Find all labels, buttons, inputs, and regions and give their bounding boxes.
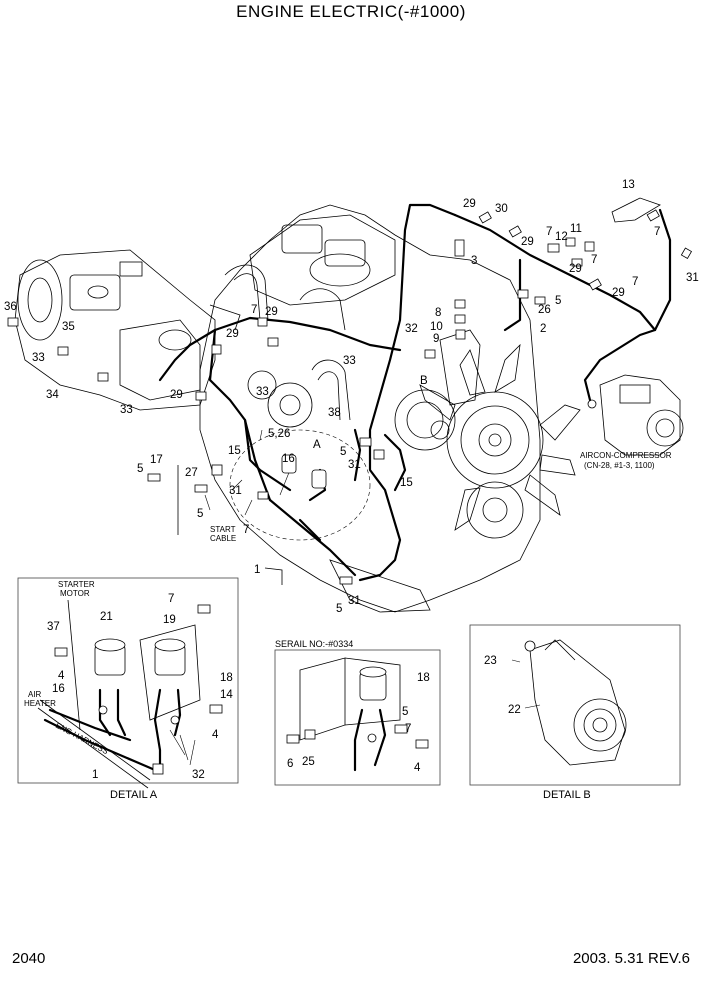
callout-16: 16 bbox=[52, 683, 65, 695]
detail-marker-a: A bbox=[313, 439, 321, 451]
callout-10: 10 bbox=[430, 321, 443, 333]
callout-13: 13 bbox=[622, 179, 635, 191]
detail-b-box bbox=[469, 624, 681, 786]
callout-29: 29 bbox=[521, 236, 534, 248]
start-cable-label-2: CABLE bbox=[210, 534, 236, 543]
callout-30: 30 bbox=[495, 203, 508, 215]
callout-29: 29 bbox=[170, 389, 183, 401]
revision-date: 2003. 5.31 REV.6 bbox=[572, 950, 690, 967]
aircon-label-2: (CN-28, #1-3, 1100) bbox=[584, 461, 655, 470]
starter-motor-label-1: STARTER bbox=[58, 580, 95, 589]
callout-37: 37 bbox=[47, 621, 60, 633]
callout-7: 7 bbox=[654, 226, 660, 238]
callout-6: 6 bbox=[287, 758, 293, 770]
callout-33: 33 bbox=[120, 404, 133, 416]
callout-14: 14 bbox=[220, 689, 233, 701]
callout-29: 29 bbox=[612, 287, 625, 299]
hydraulic-pump bbox=[14, 249, 241, 411]
callout-7: 7 bbox=[251, 304, 257, 316]
connectors bbox=[7, 209, 693, 585]
detail-b-caption: DETAIL B bbox=[543, 789, 591, 801]
callout-5-26: 5,26 bbox=[268, 428, 290, 440]
main-engine-view bbox=[199, 204, 581, 613]
wiring-harness bbox=[158, 203, 672, 582]
callout-7: 7 bbox=[405, 723, 411, 735]
callout-29: 29 bbox=[569, 263, 582, 275]
callout-32: 32 bbox=[192, 769, 205, 781]
callout-labels: 13 7 29 30 7 11 12 29 3 29 7 31 7 29 26 … bbox=[4, 179, 699, 801]
callout-17: 17 bbox=[150, 454, 163, 466]
start-cable-label-1: START bbox=[210, 525, 236, 534]
callout-18: 18 bbox=[220, 672, 233, 684]
eng-harness-label: ENG HARNESS bbox=[54, 721, 110, 756]
callout-4: 4 bbox=[212, 729, 219, 741]
callout-4: 4 bbox=[58, 670, 65, 682]
callout-26: 26 bbox=[538, 304, 551, 316]
callout-34: 34 bbox=[46, 389, 59, 401]
aircon-compressor bbox=[587, 374, 684, 456]
callout-7: 7 bbox=[632, 276, 638, 288]
callout-29: 29 bbox=[265, 306, 278, 318]
callout-11: 11 bbox=[570, 223, 582, 235]
callout-38: 38 bbox=[328, 407, 341, 419]
callout-1: 1 bbox=[92, 769, 98, 781]
callout-7: 7 bbox=[591, 254, 597, 266]
callout-5: 5 bbox=[555, 295, 561, 307]
callout-32: 32 bbox=[405, 323, 418, 335]
page-number: 2040 bbox=[12, 950, 46, 967]
callout-2: 2 bbox=[540, 323, 546, 335]
callout-12: 12 bbox=[555, 231, 568, 243]
detail-a-box bbox=[17, 577, 239, 789]
callout-5: 5 bbox=[340, 446, 346, 458]
callout-31: 31 bbox=[686, 272, 699, 284]
callout-19: 19 bbox=[163, 614, 176, 626]
detail-a-caption: DETAIL A bbox=[110, 789, 158, 801]
callout-7: 7 bbox=[546, 226, 552, 238]
cooling-fan bbox=[419, 343, 581, 531]
callout-7: 7 bbox=[168, 593, 174, 605]
callout-5: 5 bbox=[336, 603, 342, 615]
callout-33: 33 bbox=[256, 386, 269, 398]
callout-23: 23 bbox=[484, 655, 497, 667]
callout-9: 9 bbox=[433, 333, 439, 345]
air-heater-label-1: AIR bbox=[28, 690, 42, 699]
callout-15: 15 bbox=[228, 445, 241, 457]
callout-27: 27 bbox=[185, 467, 198, 479]
callout-8: 8 bbox=[435, 307, 441, 319]
callout-31: 31 bbox=[348, 459, 361, 471]
callout-22: 22 bbox=[508, 704, 521, 716]
serial-box bbox=[274, 649, 441, 786]
callout-25: 25 bbox=[302, 756, 315, 768]
callout-15: 15 bbox=[400, 477, 413, 489]
callout-5: 5 bbox=[137, 463, 143, 475]
callout-21: 21 bbox=[100, 611, 113, 623]
air-heater-label-2: HEATER bbox=[24, 699, 56, 708]
callout-5: 5 bbox=[197, 508, 203, 520]
callout-3: 3 bbox=[471, 255, 477, 267]
callout-1: 1 bbox=[254, 564, 260, 576]
callout-31: 31 bbox=[348, 595, 361, 607]
callout-29: 29 bbox=[226, 328, 239, 340]
callout-36: 36 bbox=[4, 301, 17, 313]
callout-4: 4 bbox=[414, 762, 421, 774]
callout-16: 16 bbox=[282, 453, 295, 465]
starter-motor-label-2: MOTOR bbox=[60, 589, 90, 598]
aircon-label-1: AIRCON-COMPRESSOR bbox=[580, 451, 672, 460]
callout-33: 33 bbox=[32, 352, 45, 364]
callout-29: 29 bbox=[463, 198, 476, 210]
callout-5: 5 bbox=[402, 706, 408, 718]
callout-31: 31 bbox=[229, 485, 242, 497]
callout-35: 35 bbox=[62, 321, 75, 333]
detail-marker-b: B bbox=[420, 375, 428, 387]
callout-18: 18 bbox=[417, 672, 430, 684]
serial-box-title: SERAIL NO:-#0334 bbox=[275, 639, 353, 649]
callout-33: 33 bbox=[343, 355, 356, 367]
callout-7: 7 bbox=[243, 524, 249, 536]
page-title: ENGINE ELECTRIC(-#1000) bbox=[236, 2, 466, 21]
